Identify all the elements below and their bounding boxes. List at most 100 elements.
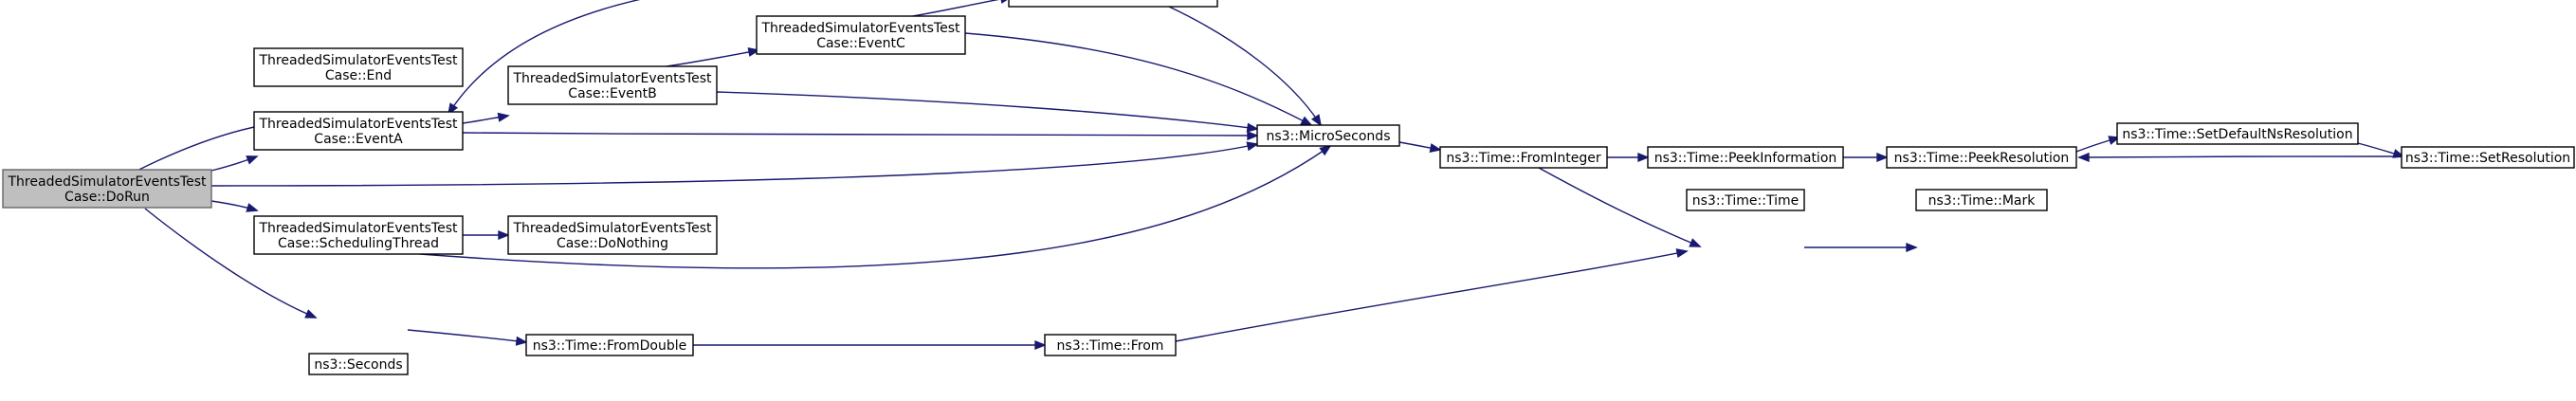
node-box xyxy=(2116,122,2359,145)
node-donothing[interactable]: ThreadedSimulatorEventsTestCase::DoNothi… xyxy=(507,215,718,255)
node-box xyxy=(253,111,464,151)
node-box xyxy=(1008,0,1218,8)
edge-line xyxy=(144,208,317,319)
node-box xyxy=(253,215,464,255)
edge-arrowhead xyxy=(304,309,318,319)
edge-frominteger-to-time xyxy=(1538,167,1702,247)
edge-arrowhead xyxy=(246,155,259,165)
edge-eventd-to-micro xyxy=(1168,6,1323,127)
edge-arrowhead xyxy=(1876,152,1889,163)
edge-schedthread-to-donothing xyxy=(463,229,510,241)
node-peekinfo[interactable]: ns3::Time::PeekInformation xyxy=(1647,146,1844,169)
edge-arrowhead xyxy=(515,336,528,346)
edge-from-to-time xyxy=(1175,248,1689,342)
node-label: Case::DoRun xyxy=(64,190,150,205)
node-label: ThreadedSimulatorEventsTest xyxy=(513,221,712,236)
node-label: ns3::Time::Time xyxy=(1692,193,1799,209)
edge-arrowhead xyxy=(1034,339,1047,351)
edge-line xyxy=(1175,250,1688,342)
edge-peekinfo-to-peekres xyxy=(1843,152,1889,163)
node-box xyxy=(507,65,718,105)
node-label: ThreadedSimulatorEventsTest xyxy=(259,53,458,68)
node-peekres[interactable]: ns3::Time::PeekResolution xyxy=(1886,146,2077,169)
edge-line xyxy=(912,0,999,17)
edge-line xyxy=(1168,6,1322,126)
node-label: Case::EventB xyxy=(568,86,656,101)
node-label: ns3::Seconds xyxy=(314,357,402,373)
node-label: Case::End xyxy=(325,68,392,83)
node-box xyxy=(1044,334,1177,356)
node-label: ns3::Time::SetDefaultNsResolution xyxy=(2122,127,2352,142)
node-time[interactable]: ns3::Time::Time xyxy=(1686,189,1805,211)
edge-arrowhead xyxy=(1906,242,1918,253)
edge-arrowhead xyxy=(2077,152,2090,162)
edge-arrowhead xyxy=(1246,141,1259,152)
edge-setres-to-peekres xyxy=(2077,152,2402,162)
edge-time-to-mark xyxy=(1803,242,1918,253)
nodes-layer: ThreadedSimulatorEventsTestCase::DoRunTh… xyxy=(2,0,2575,375)
edge-arrowhead xyxy=(1689,238,1702,247)
node-setdefault[interactable]: ns3::Time::SetDefaultNsResolution xyxy=(2116,122,2359,145)
node-seconds[interactable]: ns3::Seconds xyxy=(308,353,409,375)
edge-peekres-to-setdefault xyxy=(2075,136,2121,153)
node-label: ns3::Time::PeekResolution xyxy=(1894,151,2070,166)
edges-layer xyxy=(68,0,2405,351)
edge-line xyxy=(716,91,1258,130)
edge-eventb-to-micro xyxy=(716,91,1259,133)
node-from[interactable]: ns3::Time::From xyxy=(1044,334,1177,356)
node-label: ThreadedSimulatorEventsTest xyxy=(761,21,960,36)
node-box xyxy=(507,215,718,255)
node-micro[interactable]: ns3::MicroSeconds xyxy=(1256,124,1400,147)
node-box xyxy=(2401,146,2575,169)
edge-dorun-to-micro xyxy=(210,141,1259,187)
edge-line xyxy=(407,329,527,343)
edge-arrowhead xyxy=(498,229,510,241)
edge-line xyxy=(448,0,641,115)
node-label: Case::EventD xyxy=(1069,0,1159,4)
node-label: Case::EventA xyxy=(314,132,403,147)
node-box xyxy=(1647,146,1844,169)
edge-arrowhead xyxy=(1247,131,1259,141)
node-fromdouble[interactable]: ns3::Time::FromDouble xyxy=(525,334,694,356)
node-label: ThreadedSimulatorEventsTest xyxy=(8,174,207,190)
edge-arrowhead xyxy=(1310,114,1323,127)
node-box xyxy=(253,47,464,87)
node-label: Case::EventC xyxy=(816,36,905,51)
edge-eventc-to-eventd xyxy=(912,0,1008,17)
node-box xyxy=(2,169,212,209)
edge-line xyxy=(2078,155,2402,158)
edge-schedthread-to-micro xyxy=(419,144,1332,269)
node-box xyxy=(525,334,694,356)
node-label: ns3::Time::FromDouble xyxy=(533,338,687,354)
edge-arrowhead xyxy=(1429,143,1442,153)
edge-arrowhead xyxy=(1675,248,1689,259)
node-frominteger[interactable]: ns3::Time::FromInteger xyxy=(1439,146,1608,169)
node-schedthread[interactable]: ThreadedSimulatorEventsTestCase::Schedul… xyxy=(253,215,464,255)
node-box xyxy=(1915,189,2048,211)
edge-arrowhead xyxy=(1000,0,1008,4)
node-label: ThreadedSimulatorEventsTest xyxy=(513,71,712,86)
node-label: ThreadedSimulatorEventsTest xyxy=(259,117,458,132)
node-label: Case::SchedulingThread xyxy=(278,236,439,251)
edge-eventa-to-eventb xyxy=(462,112,510,124)
edge-line xyxy=(1538,167,1701,247)
edge-dorun-to-seconds xyxy=(144,208,318,319)
edge-arrowhead xyxy=(1319,144,1332,156)
edge-fromdouble-to-from xyxy=(692,339,1047,351)
node-box xyxy=(756,15,966,55)
node-label: ThreadedSimulatorEventsTest xyxy=(259,221,458,236)
edge-line xyxy=(210,143,1258,187)
edge-arrowhead xyxy=(497,112,510,122)
node-label: ns3::Time::SetResolution xyxy=(2405,151,2570,166)
node-mark[interactable]: ns3::Time::Mark xyxy=(1915,189,2048,211)
edge-line xyxy=(419,145,1331,269)
node-setres[interactable]: ns3::Time::SetResolution xyxy=(2401,146,2575,169)
edge-arrowhead xyxy=(1637,152,1650,163)
edge-arrowhead xyxy=(246,203,259,212)
